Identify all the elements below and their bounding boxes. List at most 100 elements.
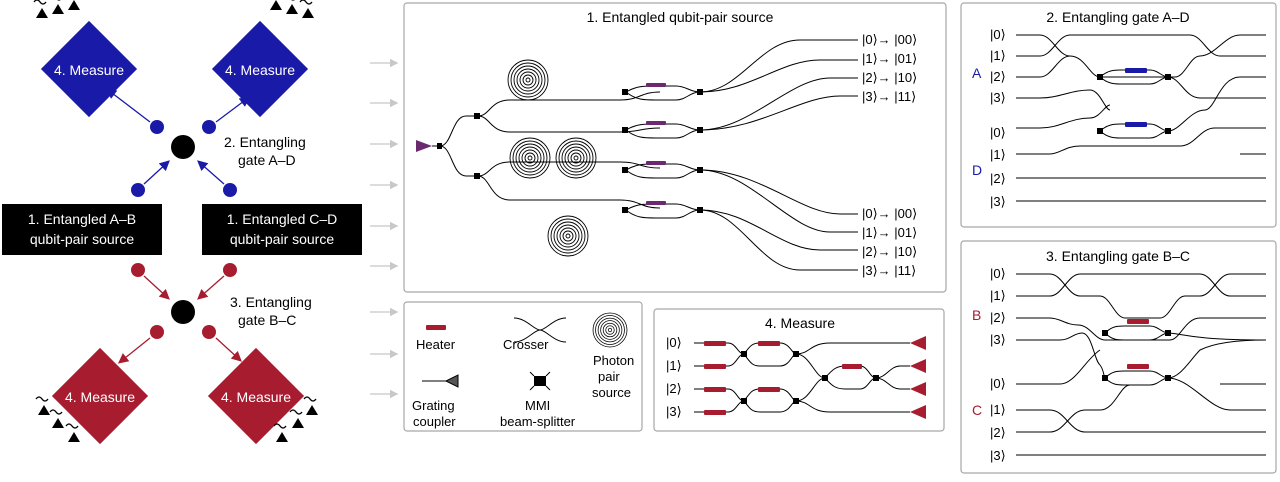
detector-icon (283, 0, 299, 15)
gate-bc-state: |1⟩ (990, 288, 1006, 303)
gate-bc-state: |3⟩ (990, 332, 1006, 347)
measure-a-node: 4. Measure (33, 0, 138, 118)
source-cd-label-line2: qubit-pair source (230, 231, 334, 247)
gate-ad-state: |0⟩ (990, 125, 1006, 140)
source-cd-box (202, 204, 362, 255)
legend-crosser: Crosser (503, 337, 549, 352)
measure-state-label: |0⟩ (666, 335, 682, 350)
measure-state-label: |2⟩ (666, 381, 682, 396)
measure-a-label: 4. Measure (54, 62, 124, 78)
detector-icon (65, 0, 81, 11)
mmi-icon (529, 371, 551, 391)
heater-bar (1127, 364, 1149, 369)
detector-icon (49, 409, 65, 429)
heater-bar (704, 364, 726, 369)
gate-bc-state: |2⟩ (990, 310, 1006, 325)
heater-bar (646, 201, 666, 205)
grating-output (910, 382, 926, 396)
heater-bar (842, 364, 862, 369)
heater-bar (646, 121, 666, 125)
gate-ad-panel-title: 2. Entangling gate A–D (1046, 9, 1189, 25)
gate-bc-state: |0⟩ (990, 266, 1006, 281)
input-arrows (370, 58, 399, 399)
legend-mmi-line1: MMI (525, 398, 550, 413)
heater-bar (1127, 319, 1149, 324)
detector-icon (65, 423, 81, 443)
gate-ad-state: |2⟩ (990, 171, 1006, 186)
qubit-dot (202, 120, 216, 134)
measure-panel: 4. Measure |0⟩ |1⟩ |2⟩ |3⟩ (653, 308, 945, 432)
measure-b-label: 4. Measure (65, 389, 135, 405)
legend-photon-source-line1: Photon (593, 353, 634, 368)
gate-bc-state: |2⟩ (990, 425, 1006, 440)
qubit-dot (223, 183, 237, 197)
source-top-mapping: |0⟩→ |00⟩ (862, 32, 917, 47)
heater-bar (704, 341, 726, 346)
legend-mmi-line2: beam-splitter (500, 414, 576, 429)
measure-d-node: 4. Measure (211, 0, 315, 118)
mmi-block (534, 376, 546, 386)
gate-ad-state: |1⟩ (990, 147, 1006, 162)
gate-ad-state: |3⟩ (990, 194, 1006, 209)
gate-bc-label-line1: 3. Entangling (230, 294, 312, 310)
crosser-icon (513, 317, 567, 343)
gate-ad-label-line1: 2. Entangling (224, 134, 306, 150)
legend-grating-line1: Grating (412, 398, 455, 413)
source-panel-title: 1. Entangled qubit-pair source (587, 9, 774, 25)
detector-icon (303, 396, 319, 416)
gate-bc-state: |1⟩ (990, 402, 1006, 417)
gate-bc-state: |3⟩ (990, 448, 1006, 463)
gate-ad-panel: 2. Entangling gate A–D A D |0⟩ |1⟩ |2⟩ |… (960, 2, 1277, 228)
heater-bar (758, 341, 780, 346)
detector-icon (299, 0, 315, 19)
heater-bar (704, 387, 726, 392)
qubit-dot (202, 325, 216, 339)
heater-bar (704, 410, 726, 415)
gate-bc-node (171, 300, 195, 324)
qubit-dot (150, 325, 164, 339)
qubit-dot (131, 263, 145, 277)
detector-icon (267, 0, 283, 11)
qubit-dot (150, 120, 164, 134)
gate-ad-state: |1⟩ (990, 48, 1006, 63)
gate-ad-state: |2⟩ (990, 69, 1006, 84)
legend-grating-line2: coupler (413, 414, 456, 429)
gate-ad-state: |3⟩ (990, 90, 1006, 105)
qubit-dot (223, 263, 237, 277)
source-cd-label-line1: 1. Entangled C–D (227, 211, 338, 227)
group-d-label: D (972, 162, 982, 178)
source-ab-label-line1: 1. Entangled A–B (28, 211, 136, 227)
heater-bar (758, 387, 780, 392)
source-panel: 1. Entangled qubit-pair source (403, 2, 947, 293)
detector-icon (273, 423, 289, 443)
source-bottom-mapping: |2⟩→ |10⟩ (862, 244, 917, 259)
grating-output (910, 336, 926, 350)
measure-d-label: 4. Measure (225, 62, 295, 78)
gate-bc-panel: 3. Entangling gate B–C B C |0⟩ |1⟩ |2⟩ |… (960, 240, 1277, 474)
legend-photon-source-line2: pair (598, 369, 620, 384)
legend-photon-source-line3: source (592, 385, 631, 400)
grating-output (910, 405, 926, 419)
heater-bar (646, 161, 666, 165)
source-top-mapping: |2⟩→ |10⟩ (862, 70, 917, 85)
legend-heater: Heater (416, 337, 456, 352)
qubit-dot (131, 183, 145, 197)
measure-panel-title: 4. Measure (765, 315, 835, 331)
source-ab-label-line2: qubit-pair source (30, 231, 134, 247)
legend-panel: Heater Crosser Photon pair source Gratin… (403, 301, 643, 432)
group-b-label: B (972, 307, 981, 323)
overview-schematic: 4. Measure 4. Measure 2. Entangling gate… (2, 0, 362, 445)
grating-output (910, 359, 926, 373)
gate-bc-label-line2: gate B–C (238, 312, 296, 328)
gate-ad-state: |0⟩ (990, 27, 1006, 42)
detector-icon (49, 0, 65, 15)
measure-c-node: 4. Measure (207, 347, 319, 445)
detector-icon (35, 396, 51, 416)
heater-bar (646, 83, 666, 87)
source-ab-box (2, 204, 162, 255)
group-a-label: A (972, 65, 982, 81)
measure-c-label: 4. Measure (221, 389, 291, 405)
detector-icon (33, 0, 49, 19)
grating-icon (422, 374, 459, 388)
